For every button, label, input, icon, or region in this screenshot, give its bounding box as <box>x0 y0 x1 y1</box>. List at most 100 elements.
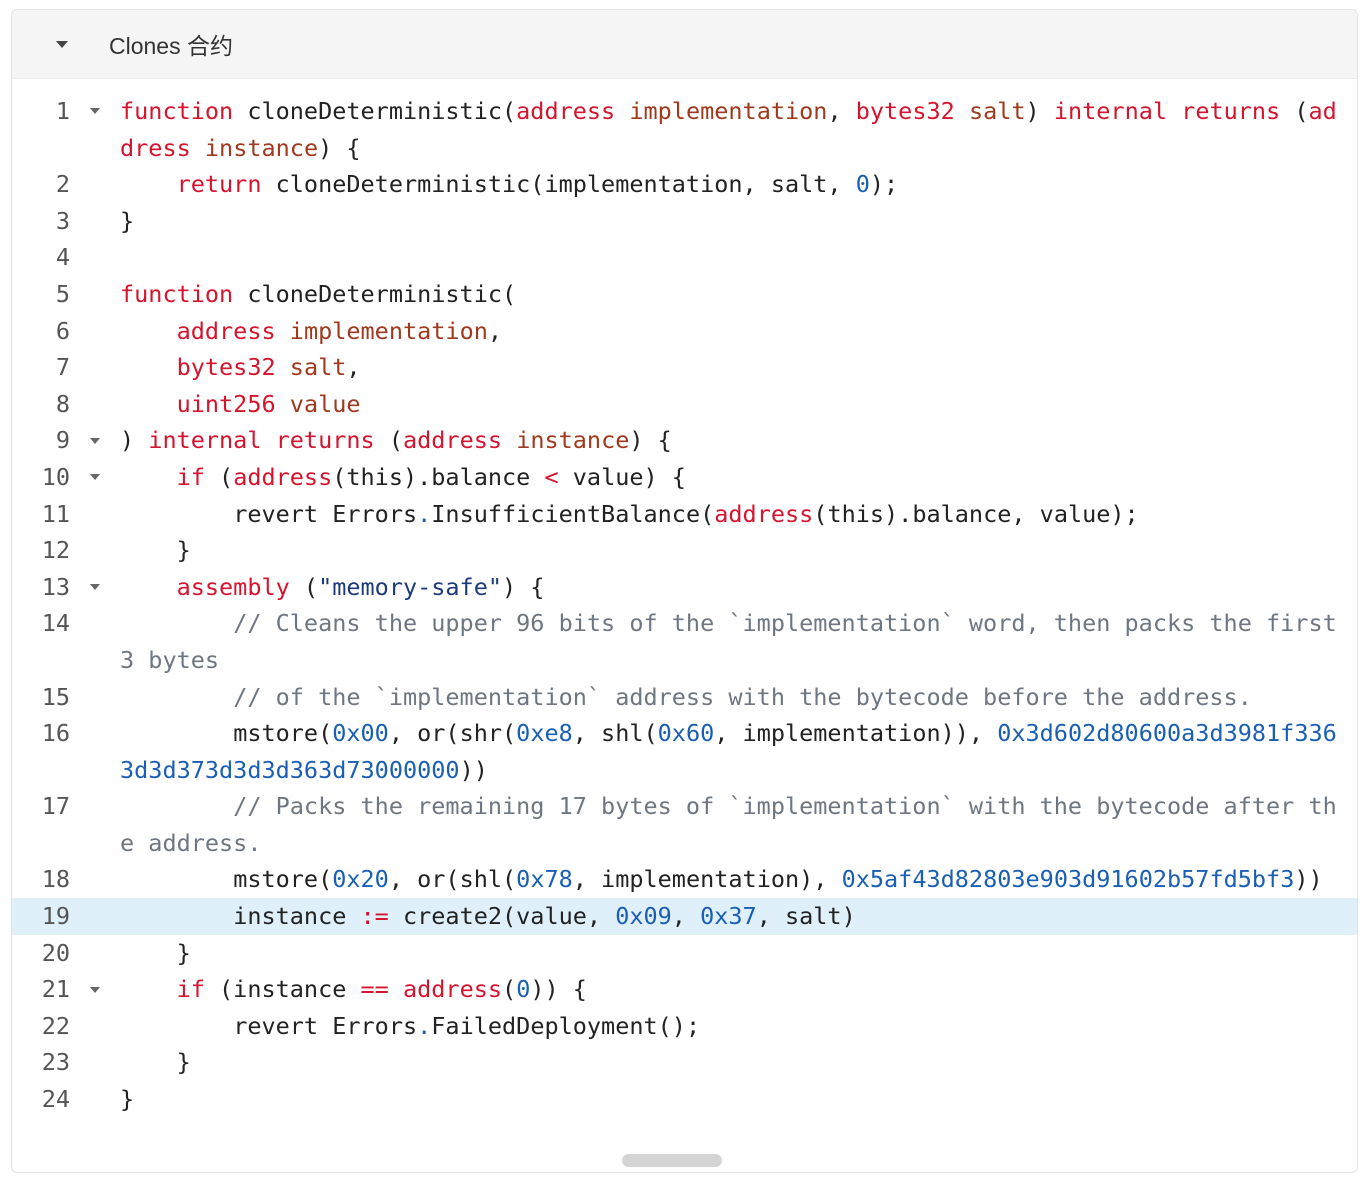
code-line[interactable]: 11 revert Errors.InsufficientBalance(add… <box>12 496 1357 533</box>
code-line[interactable]: 17 // Packs the remaining 17 bytes of `i… <box>12 788 1357 861</box>
code-line[interactable]: 23 } <box>12 1044 1357 1081</box>
code-line[interactable]: 15 // of the `implementation` address wi… <box>12 679 1357 716</box>
token: < <box>544 462 559 491</box>
code-line[interactable]: 3} <box>12 203 1357 240</box>
code-line[interactable]: 18 mstore(0x20, or(shl(0x78, implementat… <box>12 861 1357 898</box>
code-line[interactable]: 4 <box>12 239 1357 276</box>
token: 0xe8 <box>516 719 573 748</box>
line-gutter: 22 <box>12 1008 120 1045</box>
line-gutter: 16 <box>12 715 120 788</box>
line-number: 12 <box>41 536 70 565</box>
line-text: // Cleans the upper 96 bits of the `impl… <box>120 605 1357 678</box>
line-gutter: 18 <box>12 861 120 898</box>
token: ( <box>1280 97 1309 125</box>
token: InsufficientBalance( <box>431 499 715 528</box>
fold-arrow-icon[interactable] <box>88 422 102 459</box>
token: ) <box>120 426 149 455</box>
code-line[interactable]: 10 if (address(this).balance < value) { <box>12 459 1357 496</box>
line-gutter: 1 <box>12 93 120 166</box>
panel-header[interactable]: Clones 合约 <box>12 10 1357 79</box>
token: 0x5af43d82803e903d91602b57fd5bf3 <box>841 865 1295 894</box>
token <box>120 609 233 637</box>
line-text: } <box>120 203 1357 240</box>
collapse-toggle[interactable] <box>55 37 69 51</box>
token <box>276 390 290 418</box>
code-line[interactable]: 22 revert Errors.FailedDeployment(); <box>12 1008 1357 1045</box>
token <box>120 353 177 381</box>
code-line[interactable]: 12 } <box>12 532 1357 569</box>
code-line[interactable]: 16 mstore(0x00, or(shr(0xe8, shl(0x60, i… <box>12 715 1357 788</box>
code-line[interactable]: 13 assembly ("memory-safe") { <box>12 569 1357 606</box>
token: } <box>120 536 191 565</box>
line-gutter: 9 <box>12 422 120 459</box>
line-text: } <box>120 935 1357 972</box>
token: mstore( <box>120 719 333 748</box>
token: 0x00 <box>332 719 389 748</box>
token: 0x3d602d80600a3d3981f3363d3d373d3d3d363d… <box>120 719 1337 784</box>
line-text: return cloneDeterministic(implementation… <box>120 166 1357 203</box>
token: returns <box>1181 97 1281 125</box>
token: 0x09 <box>615 902 672 931</box>
token: internal <box>1053 97 1168 125</box>
line-number: 20 <box>41 938 70 967</box>
token <box>276 317 290 345</box>
fold-arrow-icon[interactable] <box>88 569 102 606</box>
line-number: 8 <box>55 389 70 418</box>
line-number: 14 <box>41 609 70 638</box>
line-number: 9 <box>55 426 70 455</box>
token: bytes32 <box>855 97 955 125</box>
token: function <box>120 279 234 308</box>
token: (instance <box>204 975 361 1004</box>
token: create2(value, <box>388 902 616 931</box>
token: , or(shl( <box>388 865 517 894</box>
line-text: bytes32 salt, <box>120 349 1357 386</box>
horizontal-scrollbar[interactable] <box>622 1154 722 1167</box>
line-text: if (address(this).balance < value) { <box>120 459 1357 496</box>
code-line[interactable]: 24} <box>12 1081 1357 1118</box>
line-number: 16 <box>41 719 70 748</box>
triangle-down-icon <box>56 40 68 48</box>
line-text: uint256 value <box>120 386 1357 423</box>
line-text: ) internal returns (address instance) { <box>120 422 1357 459</box>
code-line[interactable]: 9 ) internal returns (address instance) { <box>12 422 1357 459</box>
line-gutter: 8 <box>12 386 120 423</box>
line-number: 19 <box>41 902 70 931</box>
line-number: 7 <box>55 353 70 382</box>
token <box>191 134 205 162</box>
code-line[interactable]: 14 // Cleans the upper 96 bits of the `i… <box>12 605 1357 678</box>
token: address <box>714 499 814 528</box>
token: return <box>176 170 262 199</box>
line-number: 17 <box>41 792 70 821</box>
token: ); <box>869 170 899 199</box>
fold-arrow-icon[interactable] <box>88 93 102 130</box>
line-gutter: 24 <box>12 1081 120 1118</box>
token: assembly <box>176 572 290 601</box>
token: address <box>120 97 1337 162</box>
line-number: 24 <box>41 1085 70 1114</box>
line-gutter: 5 <box>12 276 120 313</box>
token: // Packs the remaining 17 bytes of `impl… <box>120 792 1337 857</box>
line-text: // Packs the remaining 17 bytes of `impl… <box>120 788 1357 861</box>
line-number: 23 <box>41 1048 70 1077</box>
fold-arrow-icon[interactable] <box>88 971 102 1008</box>
code-line[interactable]: 8 uint256 value <box>12 386 1357 423</box>
code-line[interactable]: 7 bytes32 salt, <box>12 349 1357 386</box>
token: , implementation), <box>572 865 842 894</box>
code-line[interactable]: 6 address implementation, <box>12 313 1357 350</box>
token <box>276 353 290 381</box>
token: == <box>360 975 389 1004</box>
code-line[interactable]: 19 instance := create2(value, 0x09, 0x37… <box>12 898 1357 935</box>
token <box>120 975 177 1003</box>
code-line[interactable]: 2 return cloneDeterministic(implementati… <box>12 166 1357 203</box>
token <box>261 426 275 454</box>
token: instance <box>204 133 319 162</box>
token <box>120 683 233 711</box>
fold-arrow-icon[interactable] <box>88 459 102 496</box>
token: 0x37 <box>700 902 757 931</box>
code-line[interactable]: 20 } <box>12 935 1357 972</box>
code-line[interactable]: 21 if (instance == address(0)) { <box>12 971 1357 1008</box>
token <box>615 97 629 125</box>
